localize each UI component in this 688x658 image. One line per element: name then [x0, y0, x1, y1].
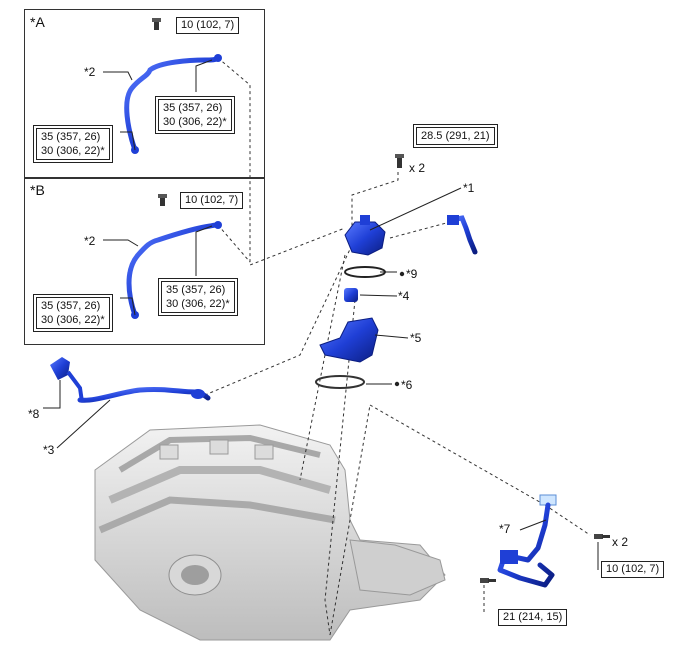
- label-part-3: *3: [43, 443, 55, 457]
- torque-lower-bolt: 21 (214, 15): [498, 609, 568, 626]
- label-part-6: *6: [401, 378, 413, 392]
- pump-bolt: [395, 154, 404, 168]
- torque-pump-bolt-inner: 28.5 (291, 21): [416, 127, 495, 145]
- torque-a-bolt: 10 (102, 7): [176, 17, 240, 34]
- torque-pump-bolt: 28.5 (291, 21): [413, 124, 498, 148]
- pipe-assembly-part-7: [497, 494, 557, 588]
- o-ring-part-9: [344, 266, 386, 278]
- torque-b-right-line1: 35 (357, 26): [166, 284, 226, 296]
- sensor-part-8: [50, 357, 84, 403]
- torque-b-left-inner: 35 (357, 26) 30 (306, 22)*: [36, 297, 110, 329]
- torque-a-left: 35 (357, 26) 30 (306, 22)*: [33, 125, 113, 163]
- label-part-1: *1: [463, 181, 475, 195]
- torque-b-right-inner: 35 (357, 26) 30 (306, 22)*: [161, 281, 235, 313]
- torque-b-left-line1: 35 (357, 26): [41, 300, 101, 312]
- panel-a-label: *A: [30, 14, 45, 30]
- lifter-part-4: [344, 288, 358, 302]
- torque-b-right-line2: 30 (306, 22)*: [166, 298, 230, 310]
- bracket-bolt: [594, 534, 610, 539]
- label-part-2-a: *2: [84, 65, 96, 79]
- bracket-part-5: [319, 317, 379, 363]
- label-leaders: [43, 59, 599, 570]
- lower-bolt: [480, 578, 496, 583]
- fuel-pipe-part-3: [77, 386, 211, 403]
- torque-a-left-line2: 30 (306, 22)*: [41, 145, 105, 157]
- qty-bracket-bolt: x 2: [612, 535, 629, 549]
- torque-a-right-line1: 35 (357, 26): [163, 102, 223, 114]
- torque-a-right-line2: 30 (306, 22)*: [163, 116, 227, 128]
- torque-b-right: 35 (357, 26) 30 (306, 22)*: [158, 278, 238, 316]
- torque-a-right-inner: 35 (357, 26) 30 (306, 22)*: [158, 99, 232, 131]
- label-part-5: *5: [410, 331, 422, 345]
- label-part-8: *8: [28, 407, 40, 421]
- panel-a: [24, 9, 265, 179]
- label-part-4: *4: [398, 289, 410, 303]
- panel-b: [24, 177, 265, 345]
- torque-b-left: 35 (357, 26) 30 (306, 22)*: [33, 294, 113, 332]
- engine-assembly: [94, 424, 446, 641]
- torque-b-bolt: 10 (102, 7): [180, 192, 244, 209]
- label-part-7: *7: [499, 522, 511, 536]
- torque-a-right: 35 (357, 26) 30 (306, 22)*: [155, 96, 235, 134]
- fuel-pump-part-1: [344, 215, 386, 256]
- gasket-dot: [394, 381, 400, 387]
- torque-bracket-bolt: 10 (102, 7): [601, 561, 665, 578]
- torque-b-left-line2: 30 (306, 22)*: [41, 314, 105, 326]
- label-part-9: *9: [406, 267, 418, 281]
- gasket-part-6: [315, 375, 365, 389]
- torque-a-left-inner: 35 (357, 26) 30 (306, 22)*: [36, 128, 110, 160]
- label-part-2-b: *2: [84, 234, 96, 248]
- o-ring-dot: [399, 271, 405, 277]
- pipe-connector-right: [447, 215, 478, 255]
- qty-pump-bolt: x 2: [409, 161, 426, 175]
- panel-b-label: *B: [30, 182, 45, 198]
- leader-lines: [204, 57, 591, 636]
- torque-a-left-line1: 35 (357, 26): [41, 131, 101, 143]
